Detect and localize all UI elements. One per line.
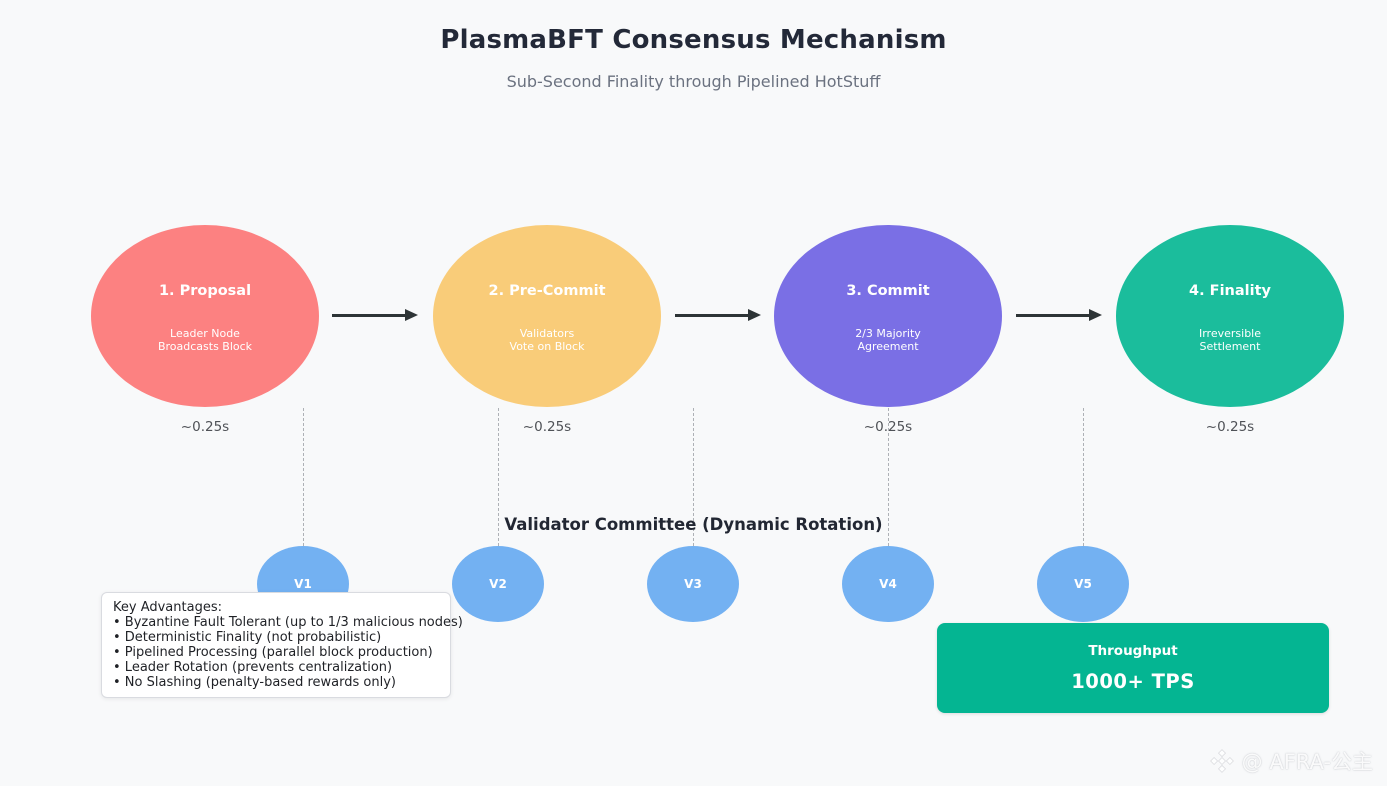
advantage-item: • Pipelined Processing (parallel block p… [113,645,433,660]
stage-duration: ~0.25s [522,419,572,435]
stage-duration: ~0.25s [180,419,230,435]
stage-ellipse-commit: 3. Commit 2/3 Majority Agreement [774,225,1002,407]
dashed-connector [498,408,499,551]
advantages-heading: Key Advantages: [113,600,222,615]
validator-node-v3: V3 [647,546,739,622]
watermark: @ AFRA-公主 [1209,746,1373,776]
flow-arrow-icon [1016,309,1102,322]
advantage-item: • No Slashing (penalty-based rewards onl… [113,675,396,690]
dashed-connector [888,408,889,551]
dashed-connector [693,408,694,551]
page-title: PlasmaBFT Consensus Mechanism [440,25,947,55]
dashed-connector [303,408,304,551]
committee-heading: Validator Committee (Dynamic Rotation) [504,515,883,534]
throughput-value: 1000+ TPS [1071,670,1195,693]
dashed-connector [1083,408,1084,551]
stage-title: 1. Proposal [158,283,252,299]
stage-description: Validators Vote on Block [509,327,585,353]
flow-arrow-icon [332,309,418,322]
stage-description: 2/3 Majority Agreement [855,327,921,353]
flow-arrow-icon [675,309,761,322]
validator-node-v5: V5 [1037,546,1129,622]
stage-title: 4. Finality [1189,283,1271,299]
advantage-item: • Leader Rotation (prevents centralizati… [113,660,393,675]
watermark-text: @ AFRA-公主 [1241,750,1373,774]
validator-node-v4: V4 [842,546,934,622]
advantage-item: • Deterministic Finality (not probabilis… [113,630,382,645]
throughput-card: Throughput 1000+ TPS [937,623,1329,713]
page-subtitle: Sub-Second Finality through Pipelined Ho… [506,72,881,91]
advantage-item: • Byzantine Fault Tolerant (up to 1/3 ma… [113,615,463,630]
stage-duration: ~0.25s [1205,419,1255,435]
throughput-label: Throughput [1088,643,1178,659]
stage-description: Leader Node Broadcasts Block [157,327,253,353]
diamond-logo-icon [1209,748,1235,774]
stage-title: 3. Commit [846,283,930,299]
stage-description: Irreversible Settlement [1198,327,1261,353]
stage-ellipse-pre-commit: 2. Pre-Commit Validators Vote on Block [433,225,661,407]
stage-ellipse-finality: 4. Finality Irreversible Settlement [1116,225,1344,407]
stage-ellipse-proposal: 1. Proposal Leader Node Broadcasts Block [91,225,319,407]
validator-node-v2: V2 [452,546,544,622]
key-advantages-panel: Key Advantages: • Byzantine Fault Tolera… [101,592,463,698]
stage-title: 2. Pre-Commit [488,283,606,299]
